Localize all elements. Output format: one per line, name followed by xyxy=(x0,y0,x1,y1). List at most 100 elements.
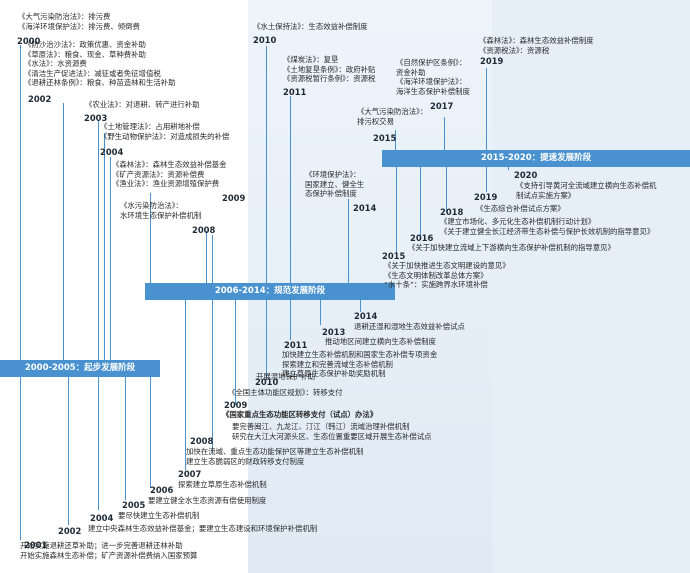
event-line: 《环境保护法》： xyxy=(305,170,361,179)
event-line: 资金补助 xyxy=(396,67,426,77)
timeline-connector xyxy=(20,377,21,540)
event-line: 《大气污染防治法》：排污费 xyxy=(18,12,111,21)
event-line: 《退耕还林条例》：粮食、种苗造林和生活补助 xyxy=(24,78,176,88)
event-line: 建立中央森林生态效益补偿基金；要建立生态建设和环境保护补偿机制 xyxy=(88,524,318,533)
timeline-connector xyxy=(348,199,349,283)
timeline-connector xyxy=(20,45,21,360)
event-line: 《森林法》：森林生态效益补偿制度 xyxy=(479,36,594,45)
year-label: 2010 xyxy=(255,377,279,387)
timeline-connector xyxy=(98,377,99,510)
event-line: 《森林法》：森林生态效益补偿基金 xyxy=(112,160,227,169)
timeline-connector xyxy=(63,103,64,360)
year-label: 2001 xyxy=(24,540,48,550)
year-label: 2019 xyxy=(480,56,504,66)
event-line: 《草原法》：粮食、现金、草种费补助 xyxy=(24,49,146,59)
year-label: 2016 xyxy=(410,233,434,243)
year-label: 2015 xyxy=(373,133,397,143)
event-text-block: 建立中央森林生态效益补偿基金；要建立生态建设和环境保护补偿机制 xyxy=(88,524,317,534)
year-label: 2008 xyxy=(192,225,216,235)
event-line: 《海洋环境保护法》：排污费、倾倒费 xyxy=(18,21,140,31)
year-label: 2010 xyxy=(253,35,277,45)
event-line: 推动地区间建立横向生态补偿制度 xyxy=(325,337,436,346)
event-line: 《土地管理法》：占用耕地补偿 xyxy=(100,122,200,131)
year-label: 2011 xyxy=(284,340,308,350)
timeline-connector xyxy=(98,121,99,360)
year-label: 2014 xyxy=(353,203,377,213)
year-label: 2011 xyxy=(283,87,307,97)
timeline-connector xyxy=(266,300,267,380)
event-line: 探索建立和完善流域生态补偿机制 xyxy=(282,359,393,369)
event-text-block: 《森林法》：森林生态效益补偿基金《矿产资源法》：资源补偿费《渔业法》：渔业资源增… xyxy=(112,160,227,189)
event-text-block: 《水土保持法》：生态效益补偿制度 xyxy=(253,22,368,32)
event-text-block: 《关于加快建立流域上下游横向生态保护补偿机制的指导意见》 xyxy=(408,243,615,253)
timeline-connector xyxy=(290,300,291,340)
event-line: 《矿产资源法》：资源补偿费 xyxy=(112,169,205,179)
event-text-block: 《环境保护法》：国家建立、健全生态保护补偿制度 xyxy=(305,170,364,199)
timeline-connector xyxy=(360,300,361,312)
event-text-block: 《土地管理法》：占用耕地补偿《野生动物保护法》：对造成损失的补偿 xyxy=(100,122,229,141)
timeline-connector xyxy=(110,157,111,360)
phase-label: 2000-2005：起步发展阶段 xyxy=(24,363,136,373)
timeline-connector xyxy=(150,193,151,283)
timeline-connector xyxy=(446,167,447,212)
event-text-block: 要尽快建立生态补偿机制 xyxy=(118,511,199,521)
timeline-connector xyxy=(420,167,421,240)
event-line: 要尽快建立生态补偿机制 xyxy=(118,511,200,520)
year-label: 2013 xyxy=(322,327,346,337)
year-label: 2014 xyxy=(354,311,378,321)
event-line: 态保护补偿制度 xyxy=(305,189,357,199)
event-text-block: 《关于加快推进生态文明建设的意见》《生态文明体制改革总体方案》“水十条”：实施跨… xyxy=(384,261,510,290)
event-line: 《水污染防治法》： xyxy=(120,201,183,210)
event-line: 《清洁生产促进法》：减征或者免征增值税 xyxy=(24,68,161,78)
event-text-block: 要建立健全水生态资源有偿使用制度 xyxy=(148,496,266,506)
event-line: 《支持引导黄河全流域建立横向生态补偿机 xyxy=(516,181,657,190)
event-line: 开始实施退耕还草补助；进一步完善退耕还林补助 xyxy=(20,541,183,550)
year-label: 2004 xyxy=(100,147,124,157)
event-line: 《生态文明体制改革总体方案》 xyxy=(384,270,488,280)
year-label: 2015 xyxy=(382,251,406,261)
event-text-block: 加快建立生态补偿机制和国家生态补偿专项资金探索建立和完善流域生态补偿机制建立草原… xyxy=(282,350,437,379)
event-text-block: 《全国主体功能区规划》：转移支付 xyxy=(228,388,343,398)
timeline-connector xyxy=(212,235,213,283)
event-line: 《全国主体功能区规划》：转移支付 xyxy=(228,388,343,397)
phase3-background xyxy=(492,0,690,573)
event-text-block: 开始实施退耕还草补助；进一步完善退耕还林补助开始实施森林生态补偿；矿产资源补偿费… xyxy=(20,541,197,560)
event-text-block: 退耕还湿和湿地生态效益补偿试点 xyxy=(354,322,465,332)
event-text-block: 《国家重点生态功能区转移支付（试点）办法》 xyxy=(222,410,377,420)
event-text-block: 《森林法》：森林生态效益补偿制度《资源税法》：资源税 xyxy=(479,36,594,55)
timeline-connector xyxy=(444,117,445,150)
event-line: “水十条”：实施跨界水环境补偿 xyxy=(384,280,488,290)
event-line: 要建立健全水生态资源有偿使用制度 xyxy=(148,496,267,505)
event-line: 要完善闽江、九龙江、汀江（韩江）流域治理补偿机制 xyxy=(232,422,410,431)
event-line: 《生态综合补偿试点方案》 xyxy=(476,204,565,213)
event-line: 加快在流域、重点生态功能保护区等建立生态补偿机制 xyxy=(186,447,364,456)
event-text-block: 《生态综合补偿试点方案》 xyxy=(476,204,565,214)
event-line: 研究在大江大河源头区、生态位置重要区域开展生态补偿试点 xyxy=(232,431,432,441)
timeline-connector xyxy=(212,300,213,453)
timeline-connector xyxy=(320,300,321,325)
event-line: 《防沙治沙法》：政策优惠、资金补助 xyxy=(24,40,146,49)
event-line: 《资源税法》：资源税 xyxy=(479,45,550,55)
event-line: 《海洋环境保护法》： xyxy=(396,77,467,87)
event-text-block: 加快在流域、重点生态功能保护区等建立生态补偿机制建立生态脆弱区的财政转移支付制度 xyxy=(186,447,363,466)
event-line: 《关于加快推进生态文明建设的意见》 xyxy=(384,261,510,270)
event-line: 《水土保持法》：生态效益补偿制度 xyxy=(253,22,368,31)
event-line: 《农业法》：对退耕、转产进行补助 xyxy=(85,100,200,109)
timeline-connector xyxy=(290,96,291,283)
event-line: 《野生动物保护法》：对造成损失的补偿 xyxy=(100,131,230,141)
timeline-connector xyxy=(235,300,236,405)
year-label: 2009 xyxy=(224,400,248,410)
event-text-block: 《煤炭法》：复垦《土地复垦条例》：政府补贴《资源税暂行条例》：资源税 xyxy=(283,55,375,84)
timeline-connector xyxy=(396,167,397,258)
event-text-block: 《自然保护区条例》：资金补助《海洋环境保护法》：海洋生态保护补偿制度 xyxy=(396,58,470,96)
timeline-connector xyxy=(508,167,509,170)
timeline-connector xyxy=(266,46,267,283)
event-line: 《国家重点生态功能区转移支付（试点）办法》 xyxy=(222,410,378,419)
event-line: 开始实施森林生态补偿；矿产资源补偿费纳入国家预算 xyxy=(20,550,198,560)
timeline-connector xyxy=(395,130,396,150)
timeline-connector xyxy=(125,377,126,500)
timeline-connector xyxy=(185,300,186,470)
event-line: 国家建立、健全生 xyxy=(305,179,365,189)
event-line: 建立草原生态保护补助奖励机制 xyxy=(282,369,386,379)
event-line: 海洋生态保护补偿制度 xyxy=(396,86,470,96)
